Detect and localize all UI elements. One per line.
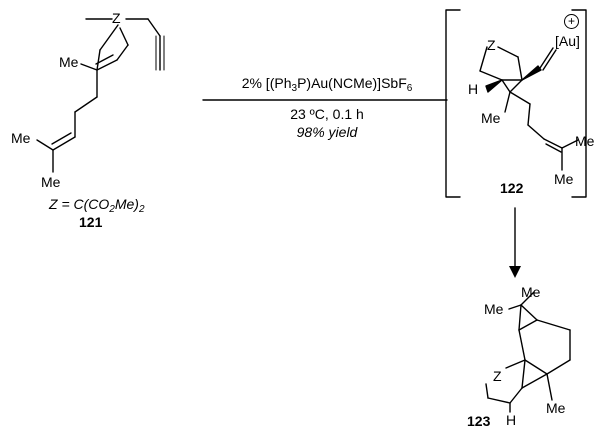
intermediate-122-structure [479,46,579,171]
substrate-z-definition: Z = C(CO2Me)2 [49,196,145,215]
substrate-me-top: Me [59,54,79,70]
substrate-z-atom: Z [112,10,121,26]
substrate-me-left: Me [11,130,31,146]
temp-time-label: 23 ºC, 0.1 h [290,106,364,122]
compound-number-123: 123 [467,413,491,429]
intermediate-me-chain-bottom: Me [554,171,574,187]
yield-label: 98% yield [296,124,358,140]
intermediate-z-atom: Z [487,37,496,53]
product-me-1: Me [521,284,541,300]
compound-number-121: 121 [79,214,103,230]
product-me-2: Me [484,301,504,317]
intermediate-positive-charge: + [564,14,579,29]
product-123-structure [485,291,571,413]
reagent-label: 2% [(Ph3P)Au(NCMe)]SbF6 [241,75,413,94]
product-me-ring: Me [546,400,566,416]
substrate-121-structure [36,18,165,173]
product-z-atom: Z [493,368,502,384]
compound-number-122: 122 [500,180,524,196]
substrate-me-bottom: Me [41,174,61,190]
intermediate-me: Me [481,110,501,126]
intermediate-me-chain-right: Me [575,133,595,149]
intermediate-brackets [445,9,587,198]
arrow-2-head [509,266,521,278]
intermediate-h-atom: H [468,81,479,97]
product-h-atom: H [506,412,517,428]
intermediate-au: [Au] [555,33,580,49]
